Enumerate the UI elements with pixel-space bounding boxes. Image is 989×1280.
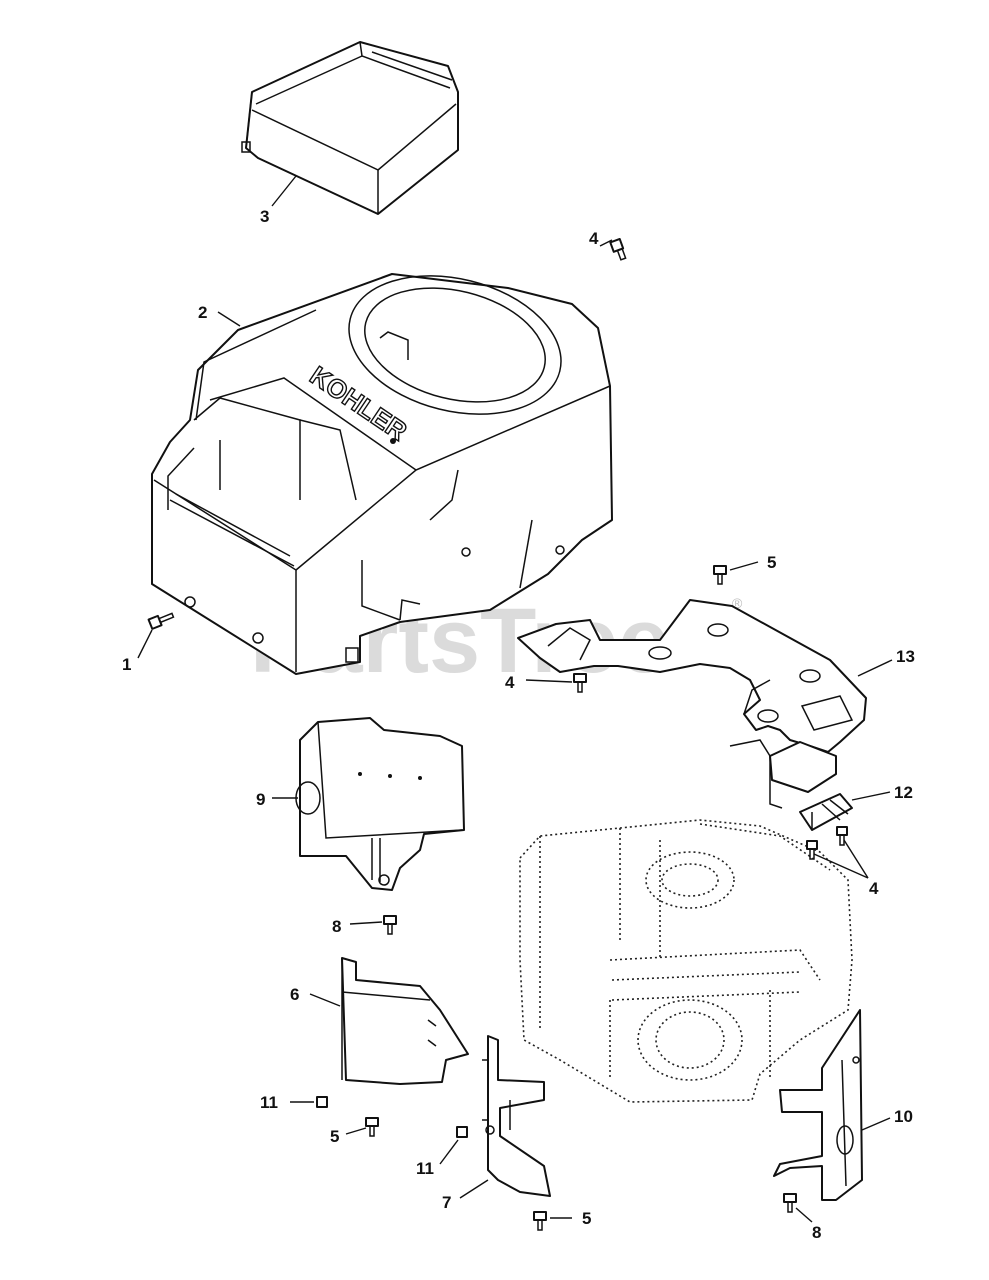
watermark-trademark: ® xyxy=(732,595,743,611)
callout-3[interactable]: 3 xyxy=(260,207,269,226)
callout-labels: 3 2 4 1 5 4 13 12 4 9 8 6 11 5 11 7 5 10… xyxy=(122,207,915,1242)
callout-4-mid[interactable]: 4 xyxy=(505,673,515,692)
callout-11-left[interactable]: 11 xyxy=(260,1093,278,1112)
part-6-shield[interactable] xyxy=(341,957,469,1085)
screw-11-left[interactable] xyxy=(316,1096,328,1108)
callout-5-bottom[interactable]: 5 xyxy=(582,1209,591,1228)
callout-1[interactable]: 1 xyxy=(122,655,131,674)
callout-7[interactable]: 7 xyxy=(442,1193,451,1212)
callout-13[interactable]: 13 xyxy=(896,647,915,666)
leader-lines xyxy=(137,175,893,1223)
part-7-bracket[interactable] xyxy=(482,1035,551,1197)
callout-2[interactable]: 2 xyxy=(198,303,207,322)
engine-block-reference xyxy=(519,819,853,1103)
part-13-baffle[interactable] xyxy=(517,599,867,753)
screw-5-top[interactable] xyxy=(713,565,727,585)
screw-1[interactable] xyxy=(147,611,175,630)
part-2-blower-housing[interactable]: KOHLER xyxy=(151,255,613,675)
screw-8-top[interactable] xyxy=(383,915,397,935)
callout-4-top[interactable]: 4 xyxy=(589,229,599,248)
callout-10[interactable]: 10 xyxy=(894,1107,913,1126)
part-10-bracket[interactable] xyxy=(773,1009,863,1201)
callout-12[interactable]: 12 xyxy=(894,783,913,802)
part-12-bracket[interactable] xyxy=(729,739,853,831)
screw-11-mid[interactable] xyxy=(456,1126,468,1138)
callout-8-top[interactable]: 8 xyxy=(332,917,341,936)
screw-8-bottom[interactable] xyxy=(783,1193,797,1213)
screw-4-top[interactable] xyxy=(609,237,627,261)
screw-5-left[interactable] xyxy=(365,1117,379,1137)
callout-6[interactable]: 6 xyxy=(290,985,299,1004)
part-9-side-shield[interactable] xyxy=(295,717,465,891)
part-3-intake-cover[interactable] xyxy=(241,41,459,215)
callout-9[interactable]: 9 xyxy=(256,790,265,809)
callout-4-right[interactable]: 4 xyxy=(869,879,879,898)
screw-5-bottom[interactable] xyxy=(533,1211,547,1231)
screws xyxy=(147,237,848,1231)
callout-11-mid[interactable]: 11 xyxy=(416,1159,434,1178)
screw-4-mid[interactable] xyxy=(573,673,587,693)
callout-5-top[interactable]: 5 xyxy=(767,553,776,572)
callout-8-bottom[interactable]: 8 xyxy=(812,1223,821,1242)
callout-5-left[interactable]: 5 xyxy=(330,1127,339,1146)
